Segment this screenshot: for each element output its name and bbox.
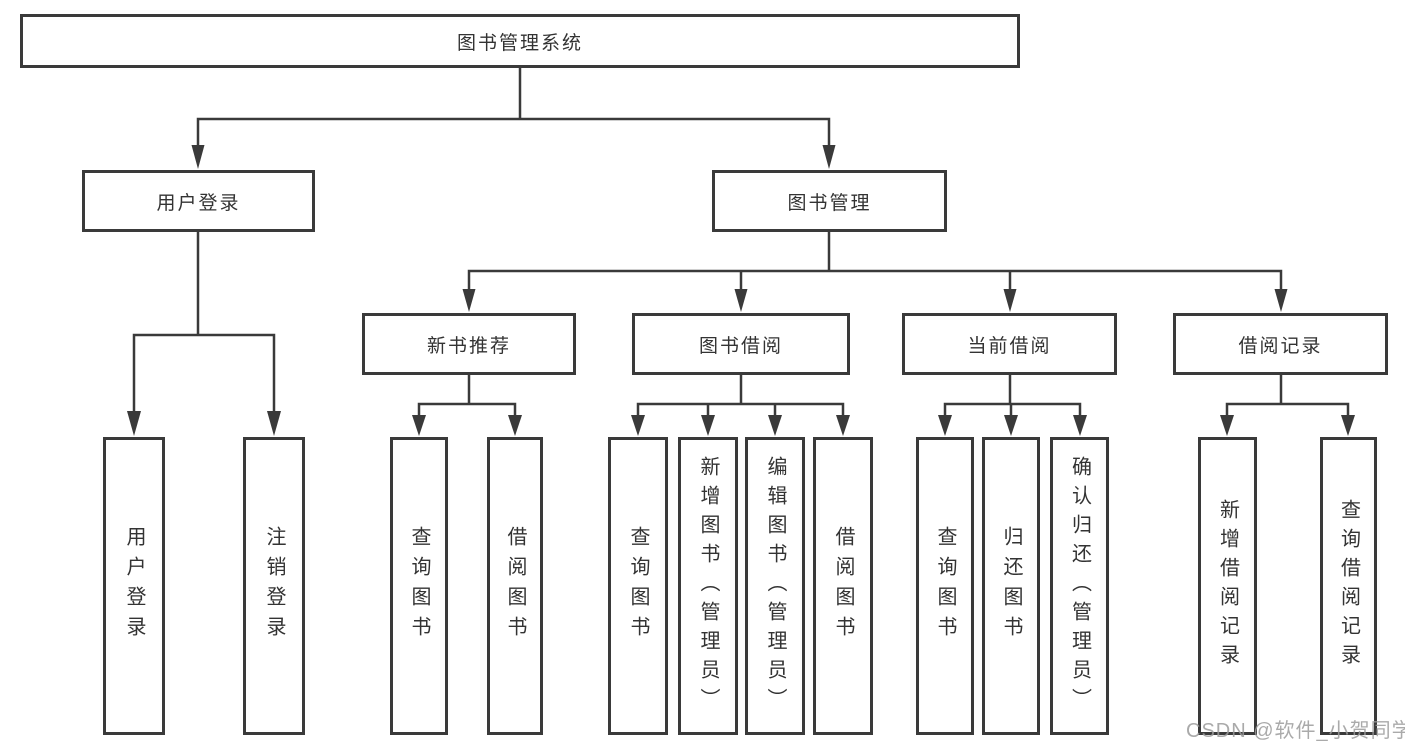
node-user-login: 用户登录 bbox=[82, 170, 315, 232]
leaf-bb-query-books: 查询图书 bbox=[608, 437, 668, 735]
leaf-logout: 注销登录 bbox=[243, 437, 305, 735]
leaf-nbr-query-books: 查询图书 bbox=[390, 437, 448, 735]
leaf-br-query-record: 查询借阅记录 bbox=[1320, 437, 1377, 735]
leaf-br-add-record: 新增借阅记录 bbox=[1198, 437, 1257, 735]
watermark: CSDN @软件_小贺同学 bbox=[1186, 720, 1405, 742]
leaf-bb-add-books-admin: 新增图书（管理员） bbox=[678, 437, 738, 735]
node-current-borrowing: 当前借阅 bbox=[902, 313, 1117, 375]
leaf-bb-borrow-books: 借阅图书 bbox=[813, 437, 873, 735]
node-borrowing-records: 借阅记录 bbox=[1173, 313, 1388, 375]
leaf-cb-return-books: 归还图书 bbox=[982, 437, 1040, 735]
leaf-cb-query-books: 查询图书 bbox=[916, 437, 974, 735]
leaf-user-login: 用户登录 bbox=[103, 437, 165, 735]
leaf-bb-edit-books-admin: 编辑图书（管理员） bbox=[745, 437, 805, 735]
node-root: 图书管理系统 bbox=[20, 14, 1020, 68]
leaf-nbr-borrow-books: 借阅图书 bbox=[487, 437, 543, 735]
leaf-cb-confirm-return-admin: 确认归还（管理员） bbox=[1050, 437, 1109, 735]
node-book-management: 图书管理 bbox=[712, 170, 947, 232]
node-book-borrowing: 图书借阅 bbox=[632, 313, 850, 375]
node-new-book-recommendation: 新书推荐 bbox=[362, 313, 576, 375]
